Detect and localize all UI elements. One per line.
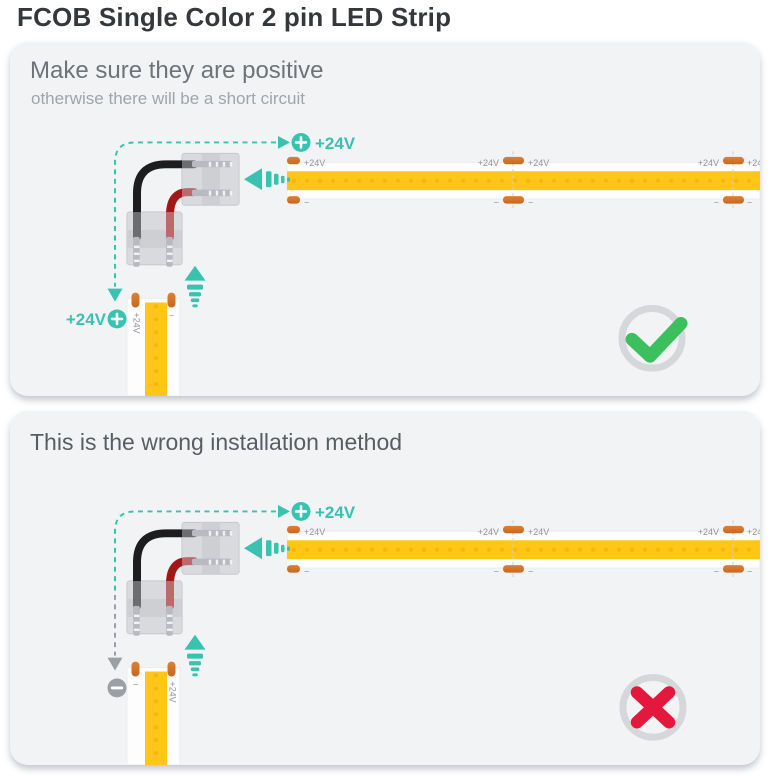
arrowhead-right-icon	[278, 135, 290, 149]
pad-label: −	[494, 198, 499, 208]
red-wire	[166, 557, 198, 610]
copper-pad	[503, 525, 524, 534]
minus-terminal	[107, 678, 127, 698]
plus-terminal: +24V	[291, 501, 356, 522]
pad-label: −	[169, 310, 174, 320]
corner-connector	[126, 521, 240, 636]
wiring-diagram-wrong: +24V +24V +24V +24V +24 − − − − − − +24V +24V	[107, 501, 760, 765]
pad-label: +24V	[304, 527, 325, 537]
pad-label: +24V	[698, 527, 719, 537]
pad-label: +24V	[304, 158, 325, 168]
pad-label: +24V	[131, 312, 141, 333]
red-wire	[166, 188, 198, 241]
pad-label: −	[528, 567, 533, 577]
copper-pad	[287, 525, 300, 534]
arrowhead-down-icon	[107, 657, 123, 671]
panel-heading: This is the wrong installation method	[30, 429, 403, 455]
pad-label: +24V	[528, 158, 549, 168]
led-strip-vertical: +24V −	[126, 292, 181, 396]
pad-label: +24V	[478, 527, 499, 537]
corner-connector	[126, 152, 240, 267]
pad-label: +24V	[528, 527, 549, 537]
pad-label: −	[747, 198, 752, 208]
black-wire	[133, 529, 198, 610]
pad-label: −	[304, 198, 309, 208]
copper-pad	[287, 156, 300, 165]
polarity-path	[114, 141, 276, 287]
pad-label: −	[528, 198, 533, 208]
pad-label: +24	[747, 527, 760, 537]
check-icon	[618, 305, 688, 372]
pad-label: −	[494, 567, 499, 577]
terminal-label: +24V	[315, 134, 356, 153]
polarity-path	[114, 510, 276, 656]
pad-label: −	[714, 198, 719, 208]
copper-pad	[131, 292, 140, 308]
pad-label: −	[714, 567, 719, 577]
copper-pad	[131, 661, 140, 677]
pad-label: −	[133, 679, 138, 689]
copper-pad	[723, 196, 744, 204]
flow-arrow-left-icon	[244, 537, 290, 560]
terminal-label: +24V	[66, 310, 107, 329]
copper-pad	[287, 196, 300, 204]
copper-pad	[167, 292, 176, 308]
arrowhead-down-icon	[107, 288, 123, 302]
terminal-label: +24V	[315, 503, 356, 522]
page-title: FCOB Single Color 2 pin LED Strip	[17, 2, 452, 32]
led-strip-vertical: − +24V	[126, 661, 181, 765]
panel-subheading: otherwise there will be a short circuit	[31, 89, 306, 108]
pad-label: −	[304, 567, 309, 577]
copper-pad	[503, 156, 524, 165]
pad-label: +24V	[478, 158, 499, 168]
copper-pad	[723, 565, 744, 573]
pad-label: +24	[747, 158, 760, 168]
arrowhead-right-icon	[278, 504, 290, 518]
copper-pad	[723, 156, 744, 165]
wiring-diagram-correct: +24V +24V +24V +24V +24 − − − − − +24V − +24V +24V	[66, 132, 760, 396]
panel-heading: Make sure they are positive	[30, 57, 324, 84]
pad-label: +24V	[167, 681, 177, 702]
flow-arrow-up-icon	[184, 265, 206, 308]
copper-pad	[503, 196, 524, 204]
cross-icon	[619, 674, 687, 741]
led-strip-horizontal: +24V +24V +24V +24V +24 − − − − −	[286, 520, 760, 579]
pad-label: −	[747, 567, 752, 577]
flow-arrow-left-icon	[244, 168, 290, 191]
pad-label: +24V	[698, 158, 719, 168]
flow-arrow-up-icon	[184, 634, 206, 677]
led-strip-horizontal: +24V +24V +24V +24V +24 − − − − −	[286, 151, 760, 210]
black-wire	[133, 160, 198, 241]
plus-terminal: +24V	[66, 309, 127, 329]
panel-wrong-method: This is the wrong installation method +2…	[10, 411, 760, 765]
copper-pad	[167, 661, 176, 677]
plus-terminal: +24V	[291, 132, 356, 153]
copper-pad	[287, 565, 300, 573]
panel-correct-method: Make sure they are positive otherwise th…	[10, 42, 760, 396]
copper-pad	[723, 525, 744, 534]
copper-pad	[503, 565, 524, 573]
